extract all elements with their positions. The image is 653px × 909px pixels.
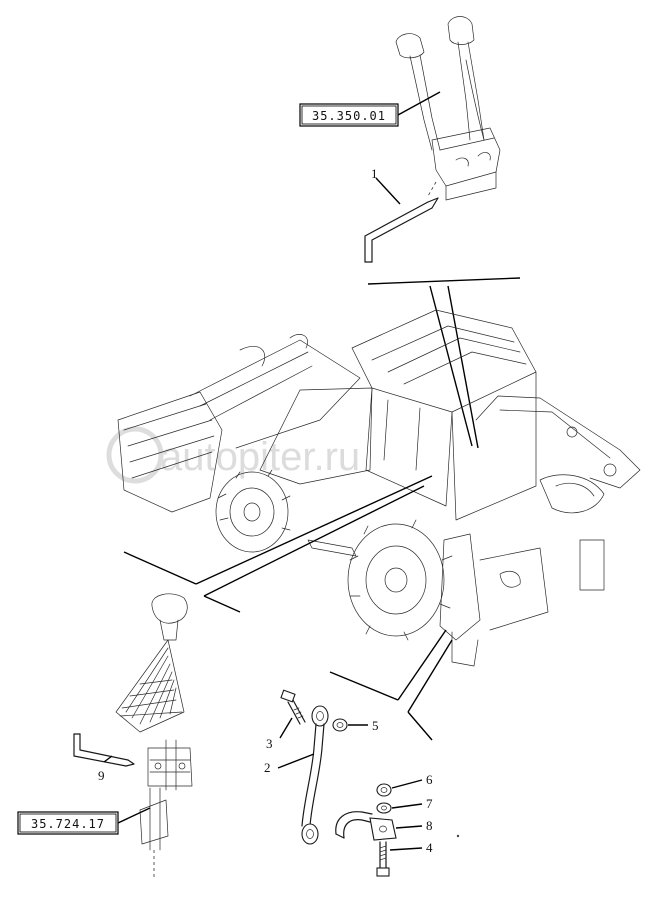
- leader-line-1: [375, 177, 401, 205]
- zoom-lines-top: [367, 277, 521, 449]
- callout-9: 9: [98, 768, 105, 783]
- control-levers-illustration: [395, 16, 501, 201]
- reference-code-top: 35.350.01: [312, 109, 386, 123]
- reference-code-bottom: 35.724.17: [31, 817, 105, 831]
- leader-line-ref-bottom: [117, 807, 151, 824]
- joystick-illustration: [115, 593, 193, 880]
- zoom-lines-left: [123, 475, 433, 613]
- callout-1: 1: [371, 166, 378, 181]
- backhoe-loader-illustration: [117, 309, 641, 667]
- callout-5: 5: [372, 718, 379, 733]
- leader-line-ref-top: [397, 91, 441, 116]
- callout-6: 6: [426, 772, 433, 787]
- part-4-bolt: [376, 841, 390, 877]
- leader-line-7: [391, 803, 423, 809]
- part-6-nut: [376, 783, 392, 797]
- part-1-pin: [364, 197, 439, 263]
- callout-7: 7: [426, 796, 433, 811]
- part-3-bolt: [280, 689, 306, 725]
- watermark-text: autopiter.ru: [160, 435, 360, 479]
- leader-line-9: [103, 755, 113, 763]
- part-5-nut: [332, 718, 348, 732]
- leader-line-2: [277, 753, 315, 769]
- leader-line-4: [389, 847, 423, 851]
- stray-dot: [456, 834, 460, 838]
- reference-box-top[interactable]: 35.350.01: [299, 103, 399, 127]
- leader-line-8: [395, 825, 423, 829]
- part-8-bracket: [335, 811, 397, 841]
- part-7-washer: [376, 802, 392, 814]
- callout-2: 2: [264, 760, 271, 775]
- callout-3: 3: [266, 736, 273, 751]
- zoom-lines-bottom: [329, 629, 453, 741]
- leader-line-3: [279, 717, 293, 739]
- reference-box-bottom[interactable]: 35.724.17: [17, 811, 119, 835]
- callout-8: 8: [426, 818, 433, 833]
- callout-4: 4: [426, 840, 433, 855]
- part-2-ground-strap: [301, 705, 329, 845]
- leader-line-6: [391, 779, 423, 789]
